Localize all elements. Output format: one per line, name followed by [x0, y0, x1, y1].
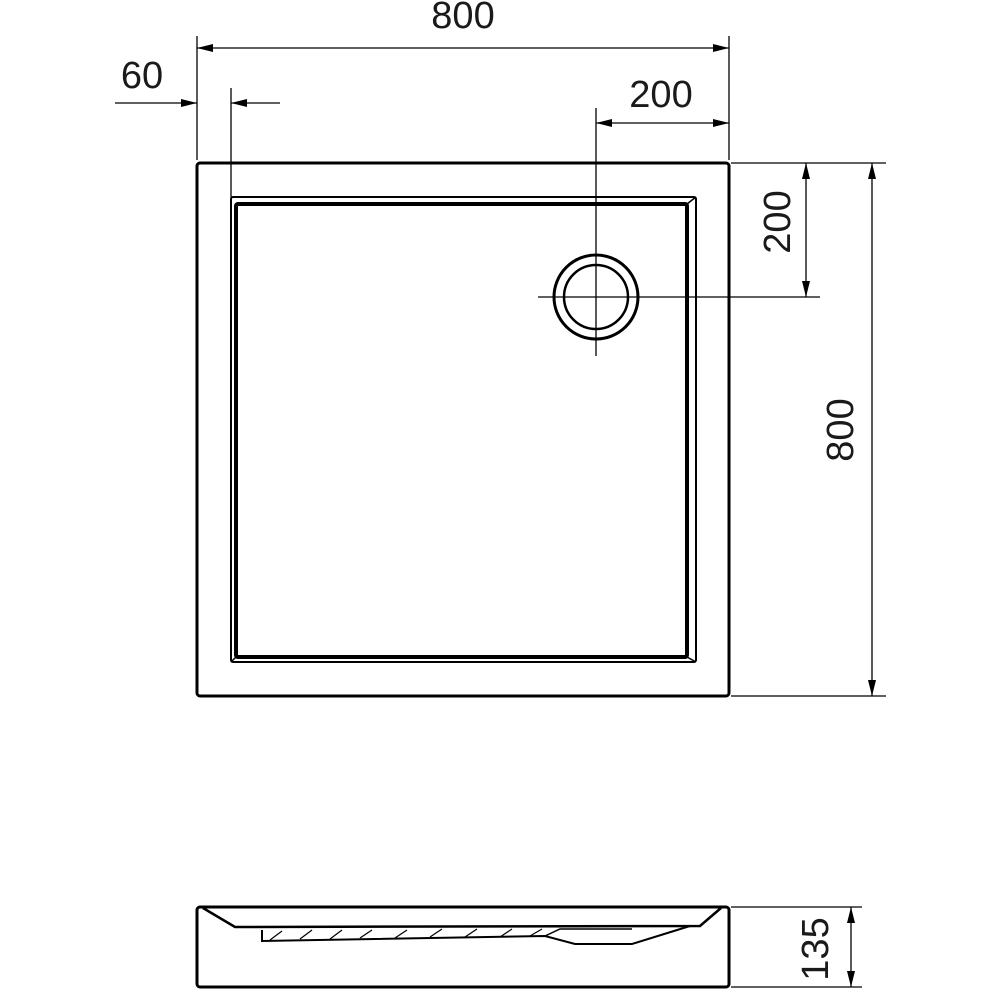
side-view-basin-profile	[202, 906, 722, 929]
tray-side-view	[195, 905, 731, 989]
basin-corner-line	[686, 196, 697, 205]
dimension-height: 135	[731, 906, 862, 988]
side-view-hatching	[269, 928, 543, 941]
basin-corner-line	[686, 656, 697, 663]
dimension-overall-width: 800	[196, 0, 730, 160]
tray-outer-rim	[195, 161, 731, 698]
dimension-label-overall-depth: 800	[820, 398, 862, 461]
tray-basin-inner-edge	[234, 202, 689, 659]
dimension-rim-width: 60	[115, 55, 280, 197]
dimension-label-drain-offset-x: 200	[629, 74, 692, 116]
tray-basin-outer-edge	[230, 196, 697, 663]
side-view-sump	[544, 928, 632, 937]
dimension-drain-offset-x: 200	[595, 74, 729, 356]
dimension-label-height: 135	[795, 917, 837, 980]
side-view-outline	[195, 905, 731, 989]
basin-corner-line	[230, 656, 237, 663]
dimension-overall-depth: 800	[731, 163, 886, 697]
tray-top-view	[195, 161, 731, 698]
dimension-label-drain-offset-y: 200	[757, 190, 799, 253]
dimension-label-rim-width: 60	[121, 55, 163, 97]
side-view-basin-floor	[261, 925, 691, 945]
dimension-label-overall-width: 800	[431, 0, 494, 37]
dimension-drain-offset-y: 200	[538, 162, 886, 298]
